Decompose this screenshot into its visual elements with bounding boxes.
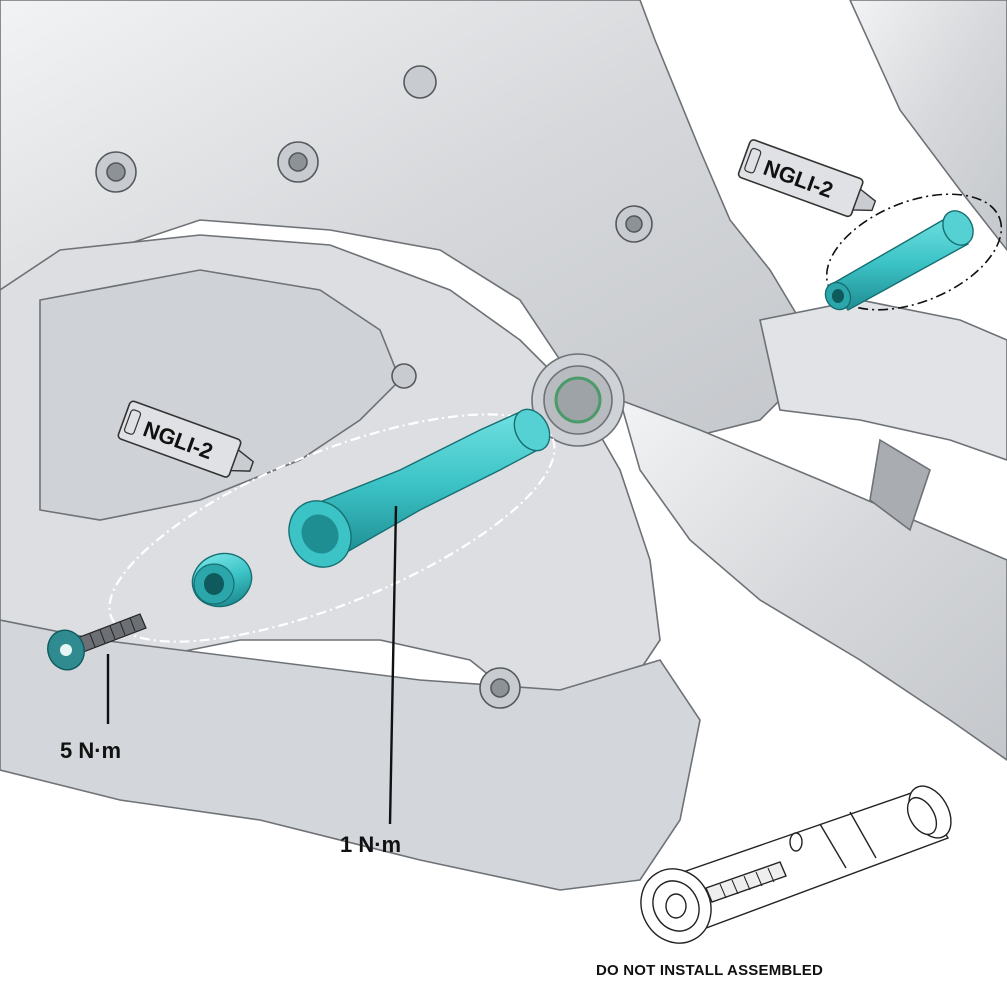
- frame-bolts: [95, 65, 653, 709]
- main-axle: [288, 408, 551, 568]
- torque-label-bolt: 5 N·m: [60, 738, 122, 763]
- leader-line-axle: [388, 505, 398, 825]
- axle-spacer: [191, 552, 253, 608]
- dashed-highlight-lower: [108, 413, 556, 643]
- assembled-axle-illustration: [640, 785, 952, 944]
- retaining-bolt: [47, 613, 147, 671]
- torque-label-axle: 1 N·m: [340, 832, 402, 857]
- warning-label: DO NOT INSTALL ASSEMBLED: [596, 962, 824, 979]
- grease-tube-upper: NGLI-2: [737, 139, 877, 218]
- pivot-pin-upper: [824, 210, 974, 311]
